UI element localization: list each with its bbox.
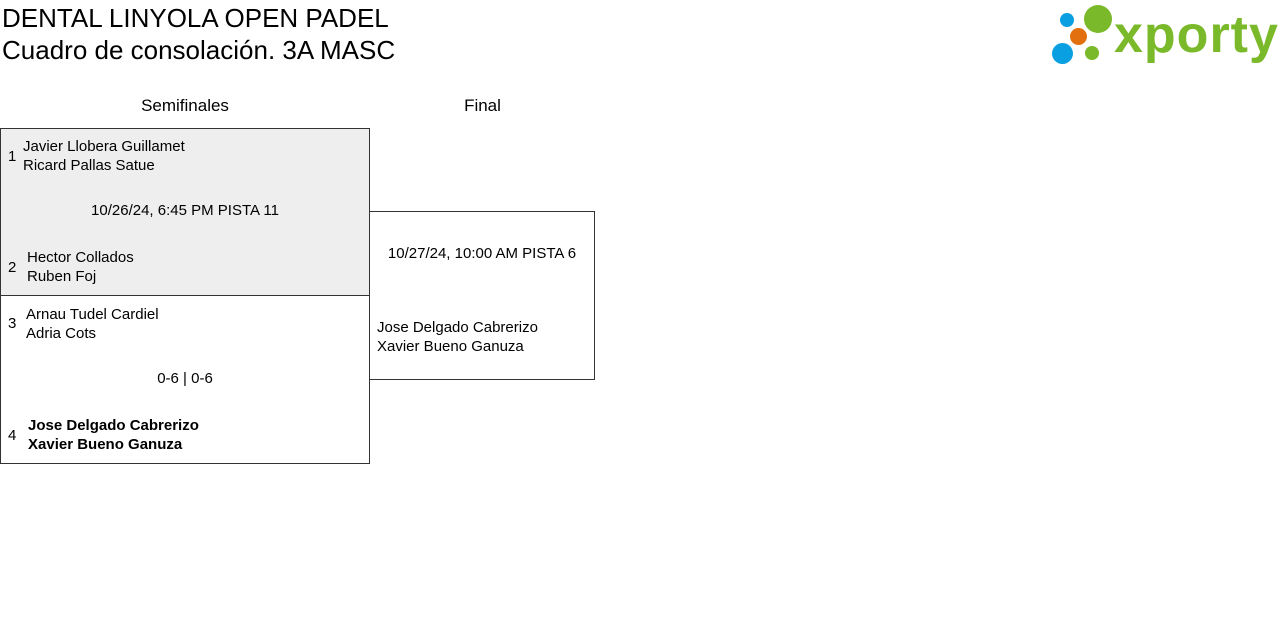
match-info: 10/27/24, 10:00 AM PISTA 6 [387,245,577,262]
player-name: Ricard Pallas Satue [23,157,155,174]
round-header-final: Final [464,96,501,115]
match-final[interactable]: 10/27/24, 10:00 AM PISTA 6 Jose Delgado … [369,211,595,380]
player-name: Arnau Tudel Cardiel [26,306,159,323]
logo-dot-icon [1060,13,1074,27]
seed-number: 3 [8,315,17,332]
logo-dot-icon [1070,28,1087,45]
seed-number: 1 [8,148,17,165]
player-name: Ruben Foj [27,268,97,285]
match-info: 10/26/24, 6:45 PM PISTA 11 [91,202,279,219]
match-score: 0-6 | 0-6 [157,370,213,387]
player-name: Javier Llobera Guillamet [23,138,185,155]
logo-text: xporty [1114,6,1279,64]
logo-dot-icon [1084,5,1112,33]
draw-title: Cuadro de consolación. 3A MASC [2,35,396,65]
xporty-logo[interactable]: xporty [1050,3,1279,67]
player-name: Adria Cots [26,325,97,342]
player-name: Xavier Bueno Ganuza [377,338,524,355]
seed-number: 4 [8,427,17,444]
seed-number: 2 [8,259,17,276]
player-name: Jose Delgado Cabrerizo [28,417,199,434]
logo-dot-icon [1085,46,1099,60]
player-name: Xavier Bueno Ganuza [28,436,183,453]
player-name: Jose Delgado Cabrerizo [377,319,538,336]
tournament-title: DENTAL LINYOLA OPEN PADEL [2,3,389,33]
logo-dot-icon [1052,43,1073,64]
player-name: Hector Collados [27,249,134,266]
round-header-semifinals: Semifinales [141,96,229,115]
